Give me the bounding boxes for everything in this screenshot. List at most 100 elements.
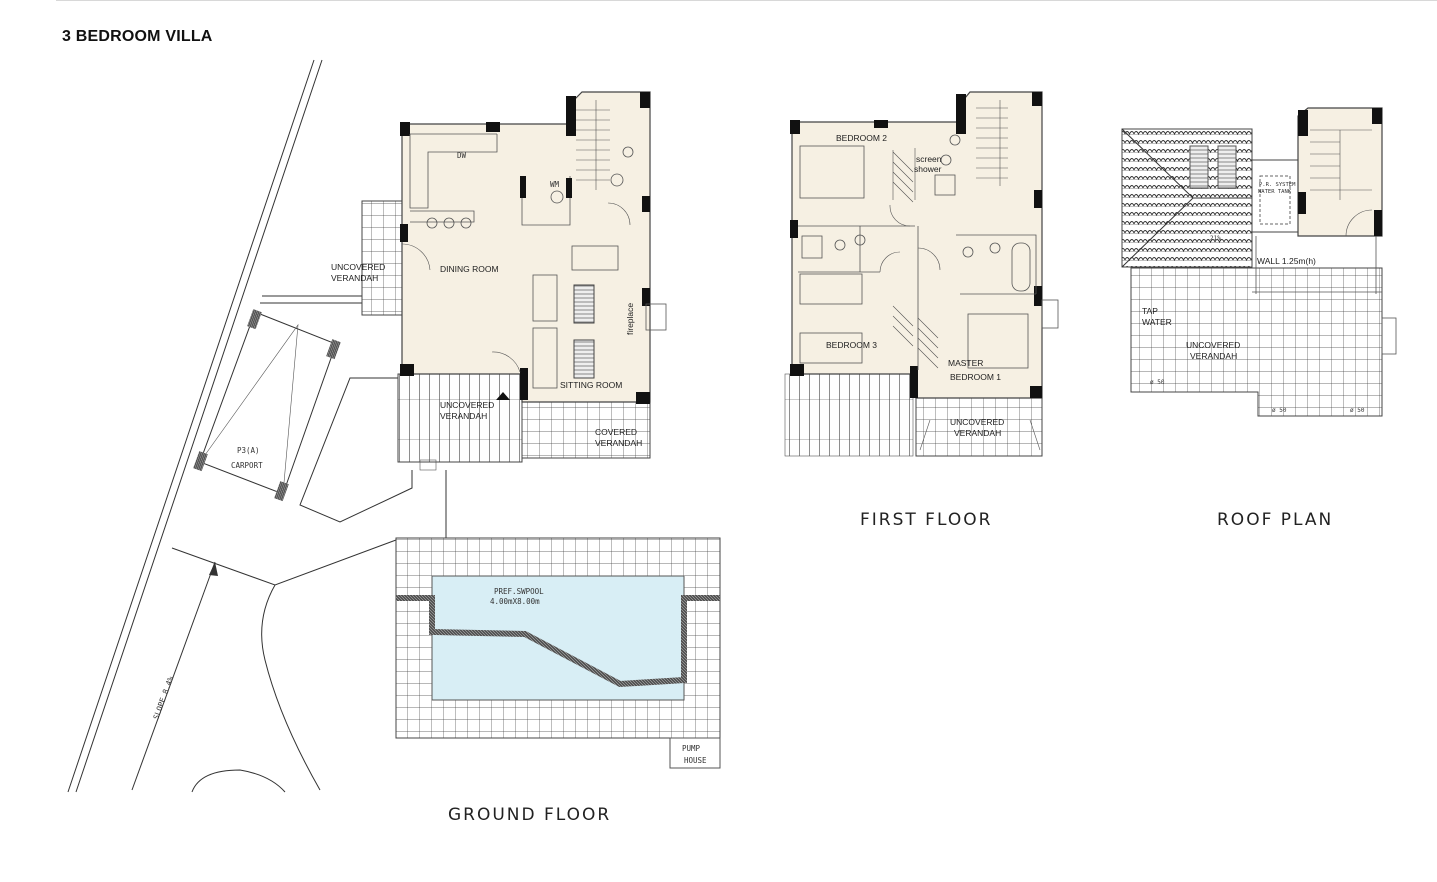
dining-room-label: DINING ROOM: [440, 264, 499, 274]
fireplace-chimney: [645, 303, 667, 331]
chimney: [1381, 317, 1397, 355]
pool-retaining-wall: [396, 595, 720, 688]
wall-pier: [566, 178, 572, 198]
wall-pier: [1034, 286, 1042, 306]
parapet-wall: [1252, 236, 1382, 294]
driveway-curve: [191, 769, 286, 793]
master-double-bed: [967, 313, 1029, 369]
swimming-pool: [431, 575, 685, 701]
slope-label: SLOPE 8.4%: [151, 675, 175, 721]
first-floor-caption: FIRST FLOOR: [860, 510, 992, 530]
wall-pier: [520, 368, 528, 400]
single-bed: [799, 273, 863, 305]
wall-pier: [400, 224, 408, 242]
toilet: [989, 242, 1001, 254]
basin: [854, 234, 866, 246]
screen-shower-label-2: shower: [914, 164, 942, 174]
wardrobe: [892, 148, 916, 203]
toilet: [940, 154, 952, 166]
utility-room: [521, 176, 571, 226]
pump-house-label-2: HOUSE: [684, 756, 707, 765]
toilet: [622, 146, 634, 158]
pump-house-label-1: PUMP: [682, 744, 701, 753]
site-boundary-line: [67, 59, 315, 793]
carport-label-1: P3(A): [237, 446, 260, 455]
top-divider: [56, 0, 1437, 1]
roof-verandah-label-2: VERANDAH: [1190, 351, 1237, 361]
pool-label-1: PREF.SWPOOL: [494, 587, 544, 596]
coffee-table: [573, 339, 595, 379]
front-verandah-label-1: UNCOVERED: [440, 400, 494, 410]
kitchen-bar: [410, 210, 475, 223]
covered-verandah-label-2: VERANDAH: [595, 438, 642, 448]
wall-pier: [520, 176, 526, 198]
wall-pier: [400, 364, 414, 376]
wall-pier: [1372, 108, 1382, 124]
screen-shower-label-1: screen: [916, 154, 942, 164]
page-title: 3 BEDROOM VILLA: [62, 28, 213, 45]
pump-house: [669, 737, 721, 769]
wall-pier: [1298, 110, 1308, 136]
washing-machine: [550, 190, 564, 204]
staircase: [576, 100, 610, 190]
drain-label: ø 50: [1272, 407, 1287, 414]
wall-height-label: WALL 1.25m(h): [1257, 256, 1316, 266]
wall-pier: [642, 288, 650, 306]
carport-roof-lines: [199, 323, 299, 495]
wall-pier: [1030, 386, 1042, 398]
drain-lines: [919, 419, 1041, 451]
wardrobe: [892, 305, 939, 369]
wall-pier: [910, 366, 918, 398]
sofa: [532, 327, 558, 389]
driveway-curve: [261, 584, 321, 791]
solar-panel: [1189, 145, 1209, 189]
path-outline: [299, 377, 413, 523]
covered-verandah-label-1: COVERED: [595, 427, 637, 437]
wall-pier: [790, 120, 800, 134]
toilet: [834, 239, 846, 251]
wall-pier: [1374, 210, 1382, 236]
driveway-edge: [171, 539, 397, 586]
ground-floor-plan: SLOPE 8.4% P3(A) CARPORT UNCOVERED VERAN…: [67, 59, 721, 825]
basin: [962, 246, 974, 258]
wall-pier: [1034, 190, 1042, 208]
wall-pier: [790, 364, 804, 376]
slope-arrow: [131, 561, 216, 791]
bedroom-2-label: BEDROOM 2: [836, 133, 887, 143]
fireplace-label: fireplace: [625, 303, 635, 335]
door-swing: [401, 243, 431, 271]
master-label-2: BEDROOM 1: [950, 372, 1001, 382]
single-bed: [799, 332, 863, 364]
slope-arrowhead-icon: [209, 562, 218, 576]
door-swing: [1345, 209, 1373, 237]
bar-stool: [426, 217, 438, 229]
washing-machine-label: WM: [550, 180, 560, 189]
wall-pier: [566, 96, 576, 136]
shower: [934, 174, 956, 196]
wall-pier: [640, 92, 650, 108]
wall-pier: [1298, 192, 1306, 214]
staircase: [1310, 129, 1372, 200]
water-tank-label-1: P.R. SYSTEM: [1259, 182, 1296, 188]
carport-column: [274, 481, 289, 502]
coffee-table: [573, 284, 595, 324]
side-verandah: [361, 200, 403, 316]
bar-stool: [460, 217, 472, 229]
wall-pier: [486, 122, 500, 132]
roof-plan-caption: ROOF PLAN: [1217, 510, 1333, 530]
carport-column: [247, 309, 262, 330]
side-verandah-label-2: VERANDAH: [331, 273, 378, 283]
dishwasher-label: DW: [457, 151, 467, 160]
wall-pier: [874, 120, 888, 128]
steps: [419, 459, 437, 471]
drain-label: ø 50: [1150, 379, 1165, 386]
chimney: [1041, 299, 1059, 329]
first-floor-plan: UNCOVERED VERANDAH BEDROOM 2 scr: [784, 91, 1059, 530]
door-swings: [879, 204, 941, 273]
wall-pier: [400, 122, 410, 136]
basin: [949, 134, 961, 146]
site-boundary-line: [75, 59, 323, 793]
sitting-room-label: SITTING ROOM: [560, 380, 622, 390]
roof-verandah-label-1: UNCOVERED: [1186, 340, 1240, 350]
